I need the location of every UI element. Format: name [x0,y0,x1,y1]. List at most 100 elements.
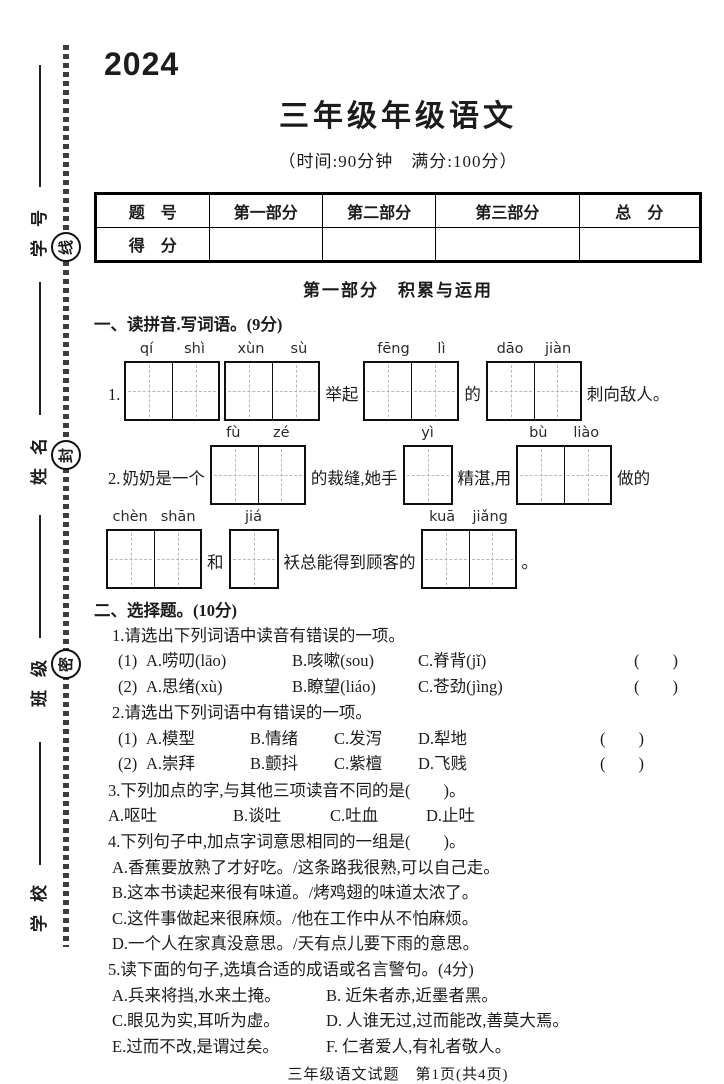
seal-dotted-line [63,45,69,947]
q2-row-1: (1) A.模型 B.情绪 C.发泻 D.犁地 ( ) [94,727,702,750]
q2-row1-option-c: C.发泻 [334,728,383,748]
writing-box-daojian[interactable]: dāo jiàn [485,341,582,421]
writing-box-chenshan[interactable]: chèn shān [106,509,202,589]
line2-text-1: 的裁缝,她手 [310,469,398,488]
writing-box-fuze[interactable]: fù zé [209,425,306,505]
line1-text-2: 的 [464,385,481,404]
student-id-label: 学号 [30,197,49,257]
writing-cell[interactable] [126,363,172,419]
q3-option-b: B.谈吐 [233,805,282,825]
line2-text-2: 精湛,用 [457,469,512,488]
q1-row2-answer-blank[interactable]: ( ) [634,676,678,696]
q3-option-d: D.止吐 [426,805,476,825]
score-cell-part2[interactable] [321,227,437,262]
pinyin-fengli: fēng lì [363,341,459,361]
line2-number: 2. [108,469,121,488]
writing-cell[interactable] [108,531,154,587]
score-cell-part3[interactable] [435,227,580,262]
q2-row1-label: (1) [118,728,138,748]
pinyin-chenshan: chèn shān [106,509,202,529]
q4-option-d: D.一个人在家真没意思。/天有点儿要下雨的意思。 [112,934,480,954]
q4-option-c: C.这件事做起来很麻烦。/他在工作中从不怕麻烦。 [112,908,479,928]
pinyin-buliao: bù liào [516,425,612,445]
q2-row2-answer-blank[interactable]: ( ) [600,754,644,774]
writing-cell[interactable] [257,447,304,503]
q5-option-b: B. 近朱者赤,近墨者黑。 [326,985,498,1005]
q5-option-d: D. 人谁无过,过而能改,善莫大焉。 [326,1011,569,1031]
writing-cell[interactable] [533,363,580,419]
score-table-qnum-label: 题 号 [95,193,210,228]
writing-cell[interactable] [231,531,277,587]
writing-box-fengli[interactable]: fēng lì [363,341,460,421]
q1-row1-option-b: B.咳嗽(sou) [292,651,375,671]
seal-char-line-text: 线 [59,239,76,255]
writing-box-yi[interactable]: yì [402,425,453,505]
q4-option-b: B.这本书读起来很有味道。/烤鸡翅的味道太浓了。 [112,883,479,903]
pinyin-syllable: bù [529,425,548,441]
score-cell-total[interactable] [578,227,701,262]
pinyin-syllable: qí [139,341,154,357]
score-table: 题 号 第一部分 第二部分 第三部分 总 分 得 分 [94,192,702,263]
section2-title: 二、选择题。(10分) [94,601,237,620]
pinyin-qishi: qí shì [124,341,220,361]
score-table-score-row: 得 分 [95,227,701,262]
q3-option-c: C.吐血 [330,805,379,825]
score-cell-part1[interactable] [208,227,323,262]
writing-box-xunsu[interactable]: xùn sù [224,341,321,421]
writing-cell[interactable] [365,363,411,419]
name-label: 姓名 [30,425,49,485]
pinyin-line-3: chèn shān 和 jiá 袄总能得到顾客的 kuā jiǎng 。 [94,509,702,589]
q1-stem: 1.请选出下列词语中读音有错误的一项。 [112,626,405,645]
q1-row1-option-c: C.脊背(jǐ) [418,651,487,671]
pinyin-syllable: jiǎng [472,509,508,525]
writing-box-kuajiang[interactable]: kuā jiǎng [420,509,517,589]
pinyin-syllable: kuā [429,509,456,525]
exam-page: 2024 三年级年级语文 （时间:90分钟 满分:100分） 题 号 第一部分 … [94,0,702,1084]
q5-option-a: A.兵来将挡,水来土掩。 [112,985,281,1005]
exam-subtitle: （时间:90分钟 满分:100分） [278,152,518,171]
q2-row1-answer-blank[interactable]: ( ) [600,728,644,748]
writing-cell[interactable] [564,447,610,503]
writing-cell[interactable] [272,363,318,419]
class-writing-line[interactable] [39,515,41,638]
q1-row-2: (2) A.思绪(xù) B.瞭望(liáo) C.苍劲(jìng) ( ) [94,675,702,698]
pinyin-syllable: yì [421,425,434,441]
q5-row-2: C.眼见为实,耳听为虚。 D. 人谁无过,过而能改,善莫大焉。 [94,1009,702,1032]
writing-cell[interactable] [405,447,451,503]
q1-row1-answer-blank[interactable]: ( ) [634,651,678,671]
writing-cell[interactable] [518,447,564,503]
score-table-col-total: 总 分 [578,193,701,228]
q1-row2-option-b: B.瞭望(liáo) [292,676,376,696]
writing-cell[interactable] [172,363,218,419]
student-id-writing-line[interactable] [39,65,41,187]
writing-box-qishi[interactable]: qí shì [124,341,221,421]
name-writing-line[interactable] [39,282,41,415]
pinyin-daojian: dāo jiàn [486,341,582,361]
writing-cell[interactable] [212,447,258,503]
writing-cell[interactable] [423,531,469,587]
line1-text-1: 举起 [325,385,359,404]
pinyin-syllable: fēng [377,341,410,357]
school-writing-line[interactable] [39,742,41,865]
seal-char-mi-text: 密 [59,656,76,672]
q1-row2-option-c: C.苍劲(jìng) [418,676,503,696]
q2-row1-option-a: A.模型 [146,728,196,748]
line1-number: 1. [108,385,121,404]
writing-cell[interactable] [154,531,200,587]
pinyin-syllable: liào [573,425,600,441]
writing-cell[interactable] [488,363,534,419]
score-table-col-part2: 第二部分 [321,193,437,228]
q1-row1-label: (1) [118,651,138,671]
q5-option-c: C.眼见为实,耳听为虚。 [112,1011,280,1031]
q2-row2-option-c: C.紫檀 [334,754,383,774]
writing-cell[interactable] [226,363,272,419]
writing-box-jia[interactable]: jiá [228,509,279,589]
q2-row-2: (2) A.崇拜 B.颤抖 C.紫檀 D.飞贱 ( ) [94,752,702,775]
writing-cell[interactable] [468,531,515,587]
writing-box-buliao[interactable]: bù liào [516,425,613,505]
writing-cell[interactable] [411,363,457,419]
year-stamp: 2024 [104,46,180,82]
q5-row-3: E.过而不改,是谓过矣。 F. 仁者爱人,有礼者敬人。 [94,1035,702,1058]
score-table-col-part3: 第三部分 [435,193,580,228]
pinyin-syllable: lì [437,341,446,357]
